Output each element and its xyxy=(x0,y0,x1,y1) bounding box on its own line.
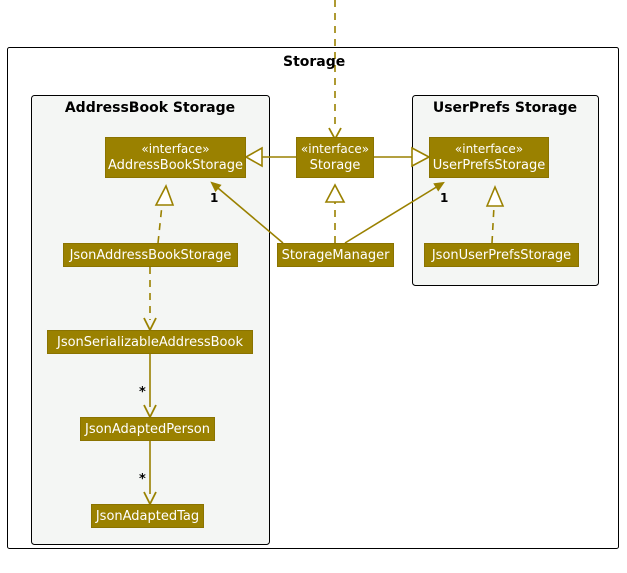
class-box-userprefsstorage[interactable]: «interface» UserPrefsStorage xyxy=(429,137,549,178)
class-box-jsonuserprefsstorage[interactable]: JsonUserPrefsStorage xyxy=(424,243,579,267)
relationship-storage-to-addressbookstorage xyxy=(244,146,296,168)
package-title-addressbook-storage: AddressBook Storage xyxy=(64,100,236,116)
class-name-userprefsstorage: UserPrefsStorage xyxy=(432,158,546,173)
class-box-jsonserializableaddressbook[interactable]: JsonSerializableAddressBook xyxy=(47,330,253,354)
class-name-jsonaddressbookstorage: JsonAddressBookStorage xyxy=(69,247,232,263)
class-name-jsonserializableaddressbook: JsonSerializableAddressBook xyxy=(57,334,243,350)
relationship-storagemanager-to-storage xyxy=(324,183,346,243)
class-name-storagemanager: StorageManager xyxy=(281,247,390,263)
relationship-storagemanager-to-addressbookstorage xyxy=(210,181,284,244)
class-box-jsonadaptedperson[interactable]: JsonAdaptedPerson xyxy=(80,417,215,441)
multiplicity-label-jsonadaptedperson: * xyxy=(139,385,146,400)
class-box-addressbookstorage[interactable]: «interface» AddressBookStorage xyxy=(105,137,246,178)
multiplicity-label-userprefsstorage: 1 xyxy=(440,191,449,205)
relationship-jsonuserprefsstorage-to-userprefsstorage xyxy=(485,184,505,244)
class-name-storage: Storage xyxy=(309,158,361,173)
outer-package-title: Storage xyxy=(283,54,346,70)
class-name-jsonuserprefsstorage: JsonUserPrefsStorage xyxy=(431,247,572,263)
class-name-addressbookstorage: AddressBookStorage xyxy=(108,158,243,173)
relationship-storagemanager-to-userprefsstorage xyxy=(344,181,445,244)
class-name-jsonadaptedperson: JsonAdaptedPerson xyxy=(85,421,210,437)
class-name-jsonadaptedtag: JsonAdaptedTag xyxy=(95,508,200,524)
relationship-jsonaddressbookstorage-to-addressbookstorage xyxy=(154,184,175,244)
multiplicity-label-addressbookstorage: 1 xyxy=(210,191,219,205)
class-box-storage[interactable]: «interface» Storage xyxy=(296,137,374,178)
relationship-storage-to-userprefsstorage xyxy=(374,146,431,168)
package-title-userprefs-storage: UserPrefs Storage xyxy=(432,100,578,116)
class-stereotype-addressbookstorage: «interface» xyxy=(141,142,210,156)
class-box-jsonaddressbookstorage[interactable]: JsonAddressBookStorage xyxy=(63,243,238,267)
class-stereotype-storage: «interface» xyxy=(300,142,370,156)
class-box-storagemanager[interactable]: StorageManager xyxy=(277,243,394,267)
class-box-jsonadaptedtag[interactable]: JsonAdaptedTag xyxy=(91,504,204,528)
class-stereotype-userprefsstorage: «interface» xyxy=(454,142,524,156)
multiplicity-label-jsonadaptedtag: * xyxy=(139,472,146,487)
